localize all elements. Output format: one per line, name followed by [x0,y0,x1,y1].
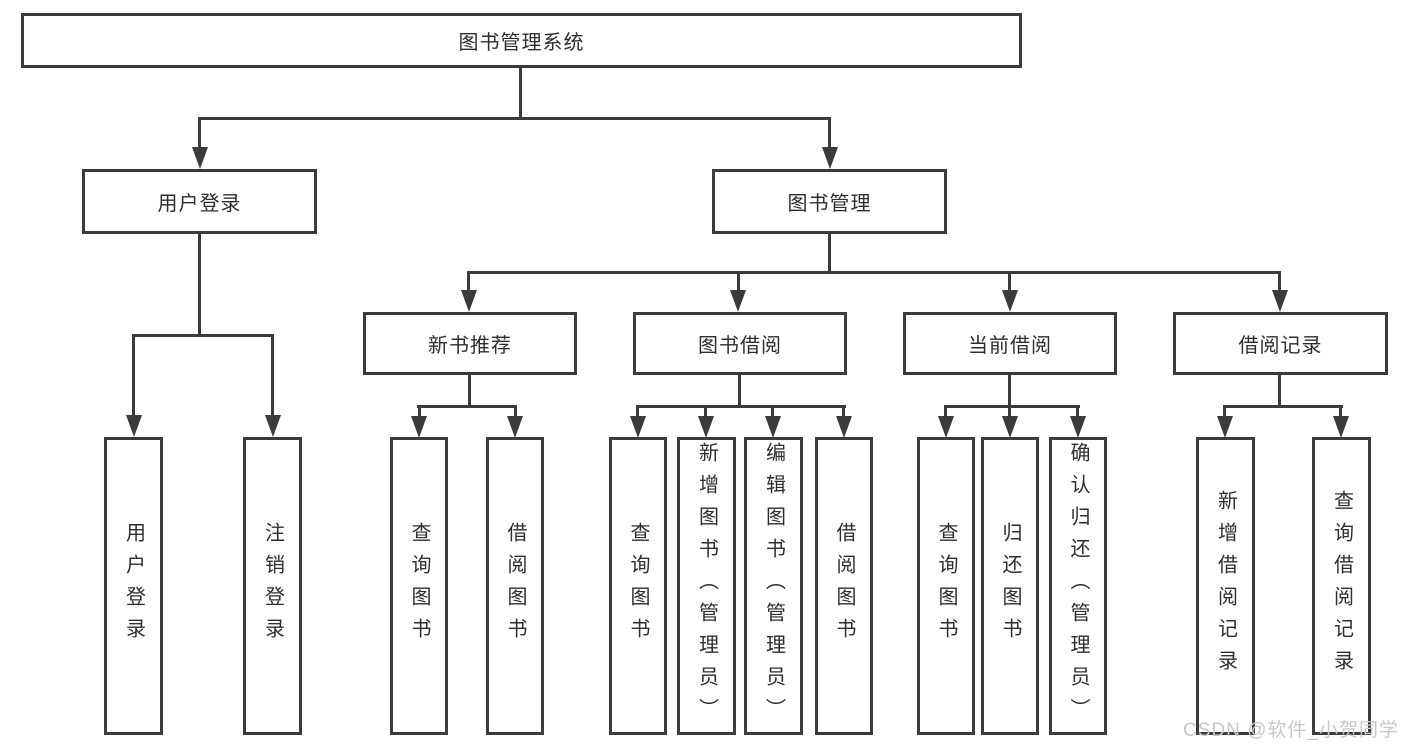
connector-stem-leaf-login [132,334,135,418]
node-library-system: 图书管理系统 [21,13,1022,68]
leaf-label: 借阅图书 [833,522,855,650]
leaf-label: 查询图书 [627,522,649,650]
node-book-management: 图书管理 [712,169,947,234]
connector-root-stem [519,66,522,120]
arrowhead-new-book [461,290,477,312]
leaf-query-borrow-record: 查询借阅记录 [1312,437,1371,735]
leaf-label: 新增借阅记录 [1214,490,1237,682]
leaf-label: 查询借阅记录 [1330,490,1353,682]
connector-new-book-bar [417,405,517,408]
arrowhead [507,416,523,438]
leaf-query-book-recommend: 查询图书 [390,437,448,735]
arrowhead [836,416,852,438]
connector-current-borrow-stem [1008,373,1011,408]
node-label: 图书借阅 [698,335,782,357]
leaf-add-book-admin: 新增图书（管理员） [677,437,736,735]
node-label: 新书推荐 [428,335,512,357]
node-label: 图书管理 [787,193,872,215]
leaf-return-book: 归还图书 [981,437,1039,735]
arrowhead-book-management [822,147,838,169]
arrowhead [698,416,714,438]
arrowhead [765,416,781,438]
leaf-label: 编辑图书（管理员） [762,442,785,730]
connector-stem-current-borrow [1008,271,1011,293]
arrowhead-book-borrow [730,290,746,312]
connector-stem-borrow-record [1278,271,1281,293]
connector-stem [514,405,517,419]
connector-borrow-record-stem [1278,373,1281,408]
connector-level2-bar [198,117,831,120]
connector-current-borrow-bar [944,405,1080,408]
arrowhead [1002,416,1018,438]
connector-stem [771,405,774,419]
leaf-label: 查询图书 [935,522,957,650]
connector-stem-user-login [198,117,201,150]
node-book-borrow: 图书借阅 [633,312,847,375]
arrowhead-leaf-logout [265,415,281,437]
leaf-label: 查询图书 [408,522,430,650]
connector-stem [418,405,421,419]
watermark: CSDN @软件_小贺同学 [1183,720,1399,741]
arrowhead-user-login [192,147,208,169]
node-user-login: 用户登录 [82,169,317,234]
connector-book-borrow-stem [738,373,741,408]
node-label: 当前借阅 [968,335,1052,357]
arrowhead [1070,416,1086,438]
arrowhead [411,416,427,438]
arrowhead [938,416,954,438]
leaf-add-borrow-record: 新增借阅记录 [1196,437,1255,735]
leaf-label: 用户登录 [122,522,145,650]
node-label: 用户登录 [157,193,242,215]
connector-stem [704,405,707,419]
connector-stem [842,405,845,419]
arrowhead [1217,416,1233,438]
connector-stem [1339,405,1342,419]
leaf-label: 新增图书（管理员） [695,442,718,730]
connector-stem [1076,405,1079,419]
node-current-borrow: 当前借阅 [903,312,1117,375]
connector-stem-book-borrow [737,271,740,293]
connector-new-book-stem [468,373,471,408]
arrowhead [630,416,646,438]
leaf-edit-book-admin: 编辑图书（管理员） [744,437,803,735]
leaf-logout: 注销登录 [243,437,302,735]
leaf-label: 注销登录 [261,522,284,650]
leaf-query-book-current: 查询图书 [917,437,975,735]
connector-stem-leaf-logout [271,334,274,418]
connector-stem-book-management [828,117,831,150]
connector-borrow-record-bar [1223,405,1343,408]
node-borrow-record: 借阅记录 [1173,312,1388,375]
connector-stem [1008,405,1011,419]
connector-stem [1223,405,1226,419]
arrowhead [1333,416,1349,438]
connector-user-login-stem [198,232,201,337]
leaf-label: 归还图书 [999,522,1021,650]
leaf-label: 确认归还（管理员） [1067,442,1089,730]
arrowhead-current-borrow [1002,290,1018,312]
leaf-user-login: 用户登录 [104,437,163,735]
connector-book-borrow-bar [636,405,846,408]
connector-user-login-bar [132,334,274,337]
connector-stem [944,405,947,419]
node-new-book-recommend: 新书推荐 [363,312,577,375]
leaf-borrow-book-recommend: 借阅图书 [486,437,544,735]
leaf-confirm-return-admin: 确认归还（管理员） [1049,437,1107,735]
connector-book-management-stem [828,232,831,274]
leaf-borrow-book: 借阅图书 [815,437,873,735]
arrowhead-leaf-login [126,415,142,437]
connector-stem-new-book [467,271,470,293]
arrowhead-borrow-record [1272,290,1288,312]
node-label: 借阅记录 [1238,335,1323,357]
connector-level3-bar [467,271,1281,274]
leaf-label: 借阅图书 [504,522,526,650]
node-label: 图书管理系统 [458,32,585,54]
leaf-query-book-borrow: 查询图书 [609,437,667,735]
connector-stem [636,405,639,419]
